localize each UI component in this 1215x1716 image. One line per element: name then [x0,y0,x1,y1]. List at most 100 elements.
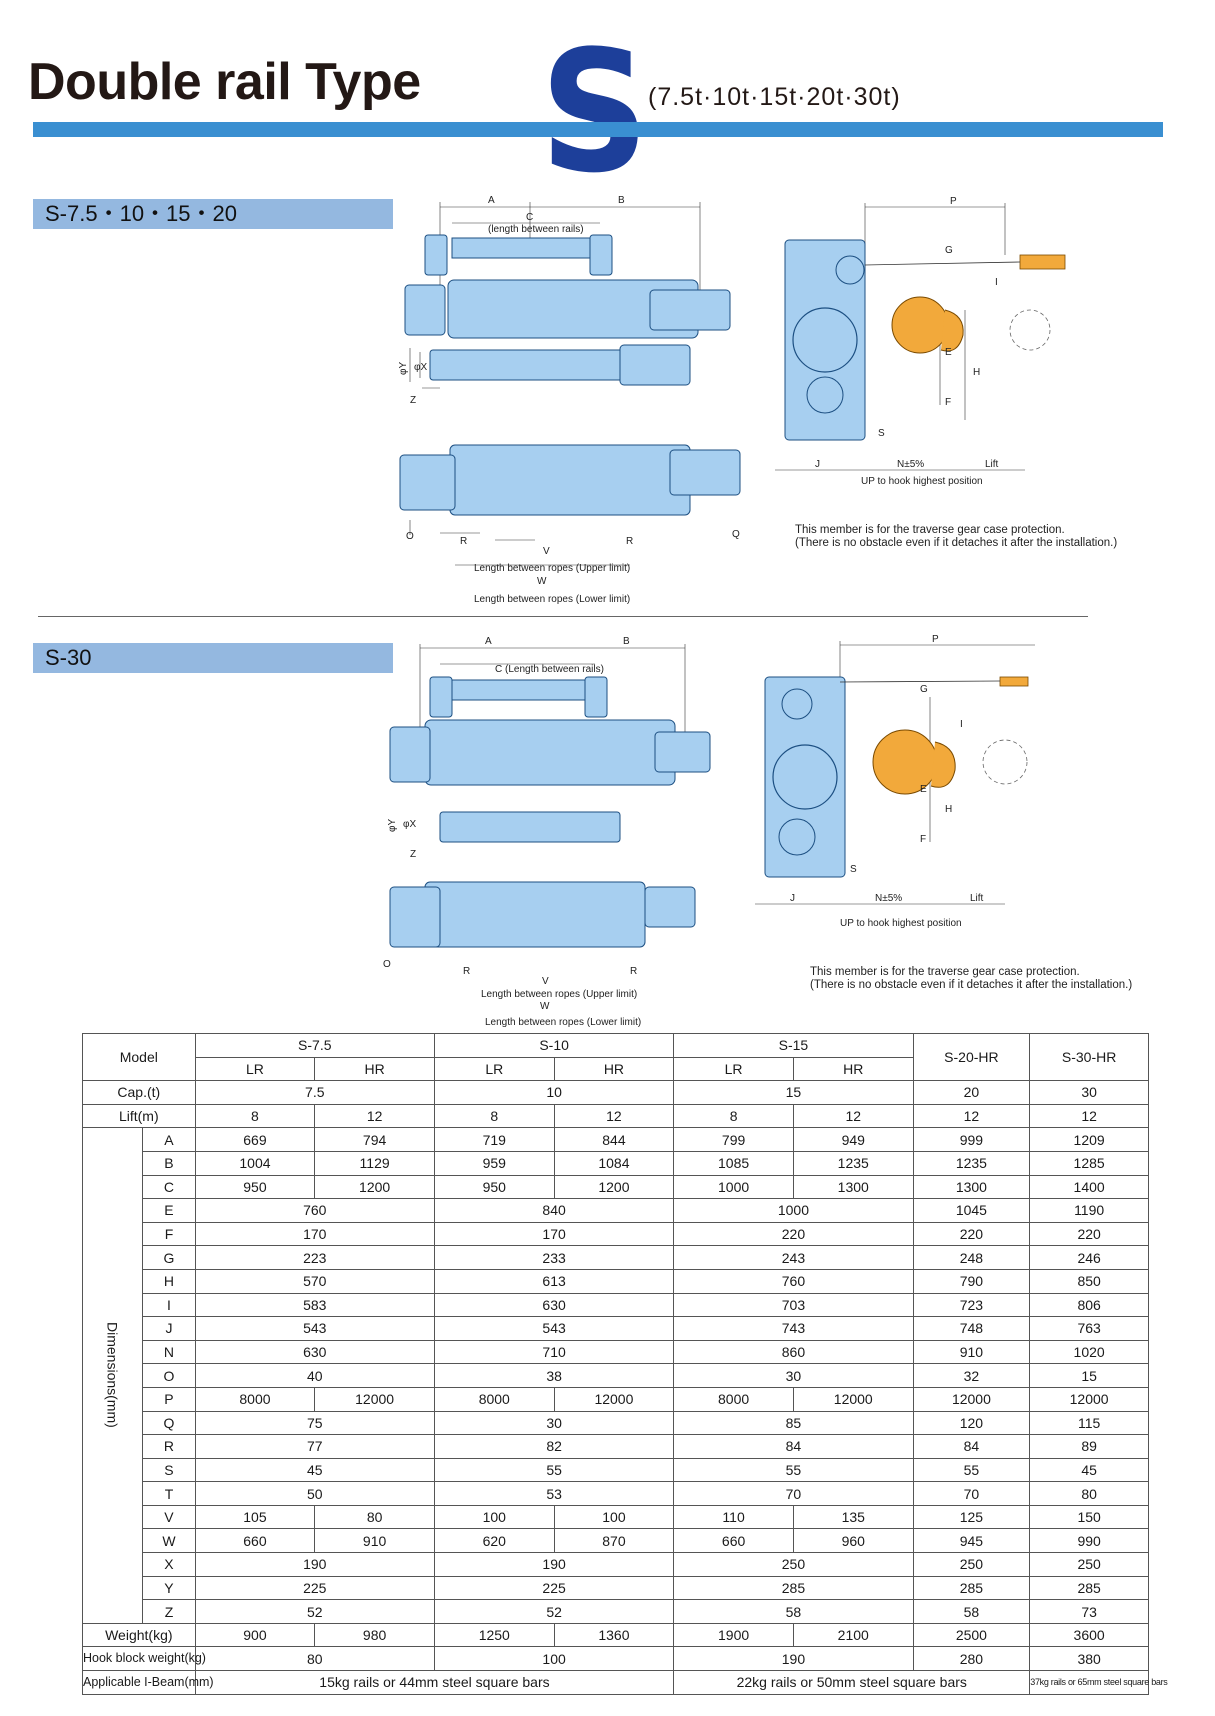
dim-value: 719 [433,1127,555,1152]
ropes-lower-label: Length between ropes (Lower limit) [485,1017,641,1028]
dim-label-lift: Lift [970,893,984,904]
dim-key: P [142,1386,196,1412]
dim-value: 1129 [314,1150,435,1176]
dim-value: 790 [912,1268,1031,1294]
model-s10: S-10 [433,1033,675,1058]
dim-value: 135 [792,1504,914,1530]
dim-value: 1085 [673,1150,794,1176]
model-header: Model [82,1032,196,1082]
dim-key: Y [142,1575,196,1601]
series-letter: S [540,14,649,210]
weight-label: Weight(kg) [82,1622,196,1648]
dim-key: G [142,1245,196,1270]
dim-value: 710 [433,1339,675,1365]
protection-note-line1: This member is for the traverse gear cas… [795,524,1065,536]
dim-value: 110 [673,1504,794,1530]
dim-value: 1300 [912,1174,1031,1200]
subtype-cell: LR [194,1056,316,1082]
dim-value: 250 [1029,1552,1149,1577]
dim-label-n: N±5% [897,459,924,470]
dim-value: 748 [912,1316,1031,1341]
dim-value: 246 [1029,1245,1149,1270]
hoist-plan-diagram: A B C (length between rails) φY φX Z O Q… [398,195,741,605]
dim-value: 1020 [1029,1339,1149,1365]
dim-value: 12000 [912,1386,1031,1412]
dim-value: 220 [1029,1221,1149,1247]
dimensions-caption: Dimensions(mm) [81,1127,144,1624]
dim-value: 120 [912,1410,1031,1436]
dim-label-r-right: R [630,966,637,977]
hook-value: 80 [194,1646,435,1672]
cap-value: 15 [673,1080,914,1105]
dim-label-phi-x: φX [403,819,416,830]
dim-value: 1200 [314,1174,435,1200]
dim-value: 243 [673,1245,914,1270]
dim-value: 860 [673,1339,914,1365]
hook-value: 280 [912,1646,1031,1672]
section-divider [38,616,1088,617]
dim-label-z: Z [410,849,416,860]
dim-value: 55 [673,1457,914,1483]
dim-value: 12000 [553,1386,675,1412]
dim-label-v: V [542,976,549,987]
dim-value: 170 [433,1221,675,1247]
dim-label-i: I [960,719,963,730]
hoist-side-diagram: P G I E H F S J N±5% Lift UP to hook hig… [775,196,1117,549]
dim-value: 669 [194,1127,316,1152]
dim-value: 1004 [194,1150,316,1176]
dim-value: 52 [433,1599,675,1624]
dim-value: 30 [433,1410,675,1436]
dim-value: 233 [433,1245,675,1270]
dim-key: V [142,1504,196,1530]
dim-value: 225 [433,1575,675,1601]
subtype-cell: HR [792,1056,914,1082]
dim-value: 15 [1029,1363,1149,1388]
dim-label-b: B [623,636,630,647]
dim-label-e: E [920,784,927,795]
dim-key: J [142,1316,196,1341]
dim-key: C [142,1174,196,1200]
dim-key: T [142,1481,196,1506]
dim-value: 583 [194,1292,435,1318]
subtype-cell: LR [673,1056,794,1082]
dim-value: 170 [194,1221,435,1247]
dim-value: 630 [433,1292,675,1318]
lift-value: 12 [792,1103,914,1129]
dim-value: 82 [433,1434,675,1459]
weight-value: 2100 [792,1622,914,1648]
dim-label-o: O [406,531,414,542]
dim-value: 53 [433,1481,675,1506]
dim-value: 105 [194,1504,316,1530]
dim-value: 12000 [314,1386,435,1412]
dim-value: 1235 [912,1150,1031,1176]
hook-value: 190 [673,1646,914,1672]
protection-note-line1: This member is for the traverse gear cas… [810,966,1080,978]
dim-value: 945 [912,1528,1031,1554]
dim-label-o: O [383,959,391,970]
capacity-range: (7.5t·10t·15t·20t·30t) [648,83,901,111]
dim-value: 910 [912,1339,1031,1365]
weight-value: 1360 [553,1622,675,1648]
dim-value: 58 [912,1599,1031,1624]
dim-value: 743 [673,1316,914,1341]
dim-value: 285 [912,1575,1031,1601]
dim-value: 910 [314,1528,435,1554]
dim-value: 949 [792,1127,914,1152]
cap-value: 20 [912,1080,1031,1105]
dim-value: 190 [194,1552,435,1577]
dim-label-c: C [526,212,533,223]
dim-value: 55 [433,1457,675,1483]
dim-key: R [142,1434,196,1459]
dim-value: 89 [1029,1434,1149,1459]
dim-value: 8000 [673,1386,794,1412]
dim-label-g: G [920,684,928,695]
